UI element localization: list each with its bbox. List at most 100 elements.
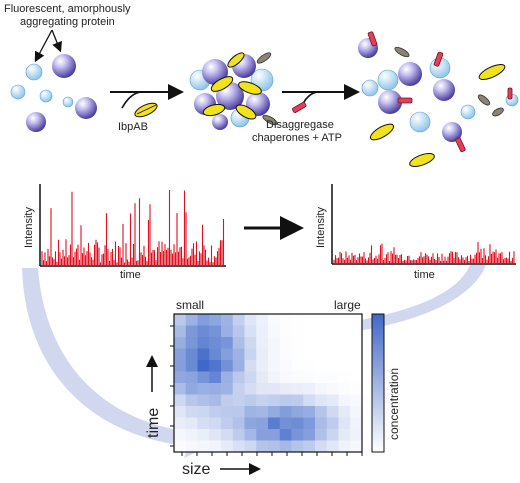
heatmap-cell [221,348,234,361]
heatmap-time-label: time [145,408,162,438]
heatmap-cell [244,406,257,418]
heatmap-cell [244,394,257,407]
heatmap-cell [315,429,328,441]
heatmap-cell [232,429,245,441]
heatmap-cell [315,325,328,338]
heatmap-cell [279,429,292,441]
heatmap-cell [197,429,210,441]
heatmap-cell [174,325,187,338]
disaggregase-chaperones [367,31,513,153]
heatmap-cell [315,337,328,349]
heatmap-cell [338,348,351,361]
trace-right-ylabel: Intensity [315,207,327,248]
heatmap-cell [197,325,210,338]
heatmap-cell [174,429,187,441]
heatmap-ticks [170,325,363,456]
trace-right [331,184,516,265]
heatmap-cell [350,337,363,349]
protein-label-line1: Fluorescent, amorphously [4,3,131,15]
heatmap-cell [291,406,304,418]
heatmap-cell [256,337,269,349]
heatmap-cell [350,348,363,361]
heatmap-cell [221,337,234,349]
heatmap-cell [303,371,316,384]
trace-left-ylabel: Intensity [23,207,35,248]
heatmap-cell [232,337,245,349]
heatmap-cell [197,417,210,430]
step-arrow-2 [282,84,360,113]
heatmap-cell [244,337,257,349]
heatmap-cell [221,440,234,453]
heatmap-cell [185,314,198,326]
heatmap-cell [315,348,328,361]
heatmap-cell [350,417,363,430]
heatmap-cell [209,394,222,407]
heatmap-cell [350,371,363,384]
heatmap-cell [338,371,351,384]
heatmap-cell [326,417,339,430]
heatmap-cell [291,371,304,384]
heatmap-cell [268,325,281,338]
protein-label-line2: aggregating protein [20,16,115,28]
heatmap-cell [279,360,292,372]
heatmap-cell [209,440,222,453]
heatmap-cell [209,406,222,418]
heatmap-cell [221,429,234,441]
heatmap-cell [197,314,210,326]
heatmap-cell [221,417,234,430]
heatmap-cell [326,325,339,338]
heatmap-cell [197,394,210,407]
heatmap-cell [326,314,339,326]
heatmap-cell [256,360,269,372]
heatmap-cell [303,348,316,361]
heatmap-cell [174,337,187,349]
free-proteins [10,54,97,132]
heatmap-cell [315,406,328,418]
heatmap-cell [268,360,281,372]
heatmap-cell [185,429,198,441]
heatmap-cell [209,371,222,384]
heatmap-cell [221,406,234,418]
heatmap-cell [174,383,187,395]
heatmap-cell [303,325,316,338]
released-proteins [358,38,519,142]
heatmap-cell [303,314,316,326]
heatmap-cell [291,314,304,326]
heatmap-cell [185,394,198,407]
heatmap-cell [174,314,187,326]
heatmap-cell [338,440,351,453]
heatmap-cell [232,314,245,326]
heatmap-cell [185,440,198,453]
heatmap-cell [315,360,328,372]
heatmap-cell [232,383,245,395]
trace-right-signal [333,242,515,263]
heatmap-cell [326,394,339,407]
heatmap-cell [197,337,210,349]
step-arrow-1 [110,84,184,118]
heatmap-cell [303,440,316,453]
heatmap-cell [232,325,245,338]
heatmap-cell [303,429,316,441]
free-ibpab-chaperones [369,64,506,167]
heatmap-cell [338,360,351,372]
heatmap-cell [232,406,245,418]
colorbar [371,313,385,453]
heatmap-cell [197,440,210,453]
heatmap-frame [173,313,363,453]
heatmap-cell [350,406,363,418]
heatmap-cell [279,394,292,407]
heatmap-cell [338,429,351,441]
heatmap-cell [232,417,245,430]
bound-chaperones [202,52,262,120]
heatmap-cell [326,440,339,453]
heatmap-cell [221,360,234,372]
heatmap-cell [268,394,281,407]
heatmap-cell [268,383,281,395]
heatmap-cell [338,325,351,338]
trace-left-noise [41,190,225,265]
heatmap-cell [350,325,363,338]
heatmap-cell [338,394,351,407]
gray-chaperones-stage3 [394,46,504,117]
heatmap-cell [279,348,292,361]
heatmap-cell [221,383,234,395]
